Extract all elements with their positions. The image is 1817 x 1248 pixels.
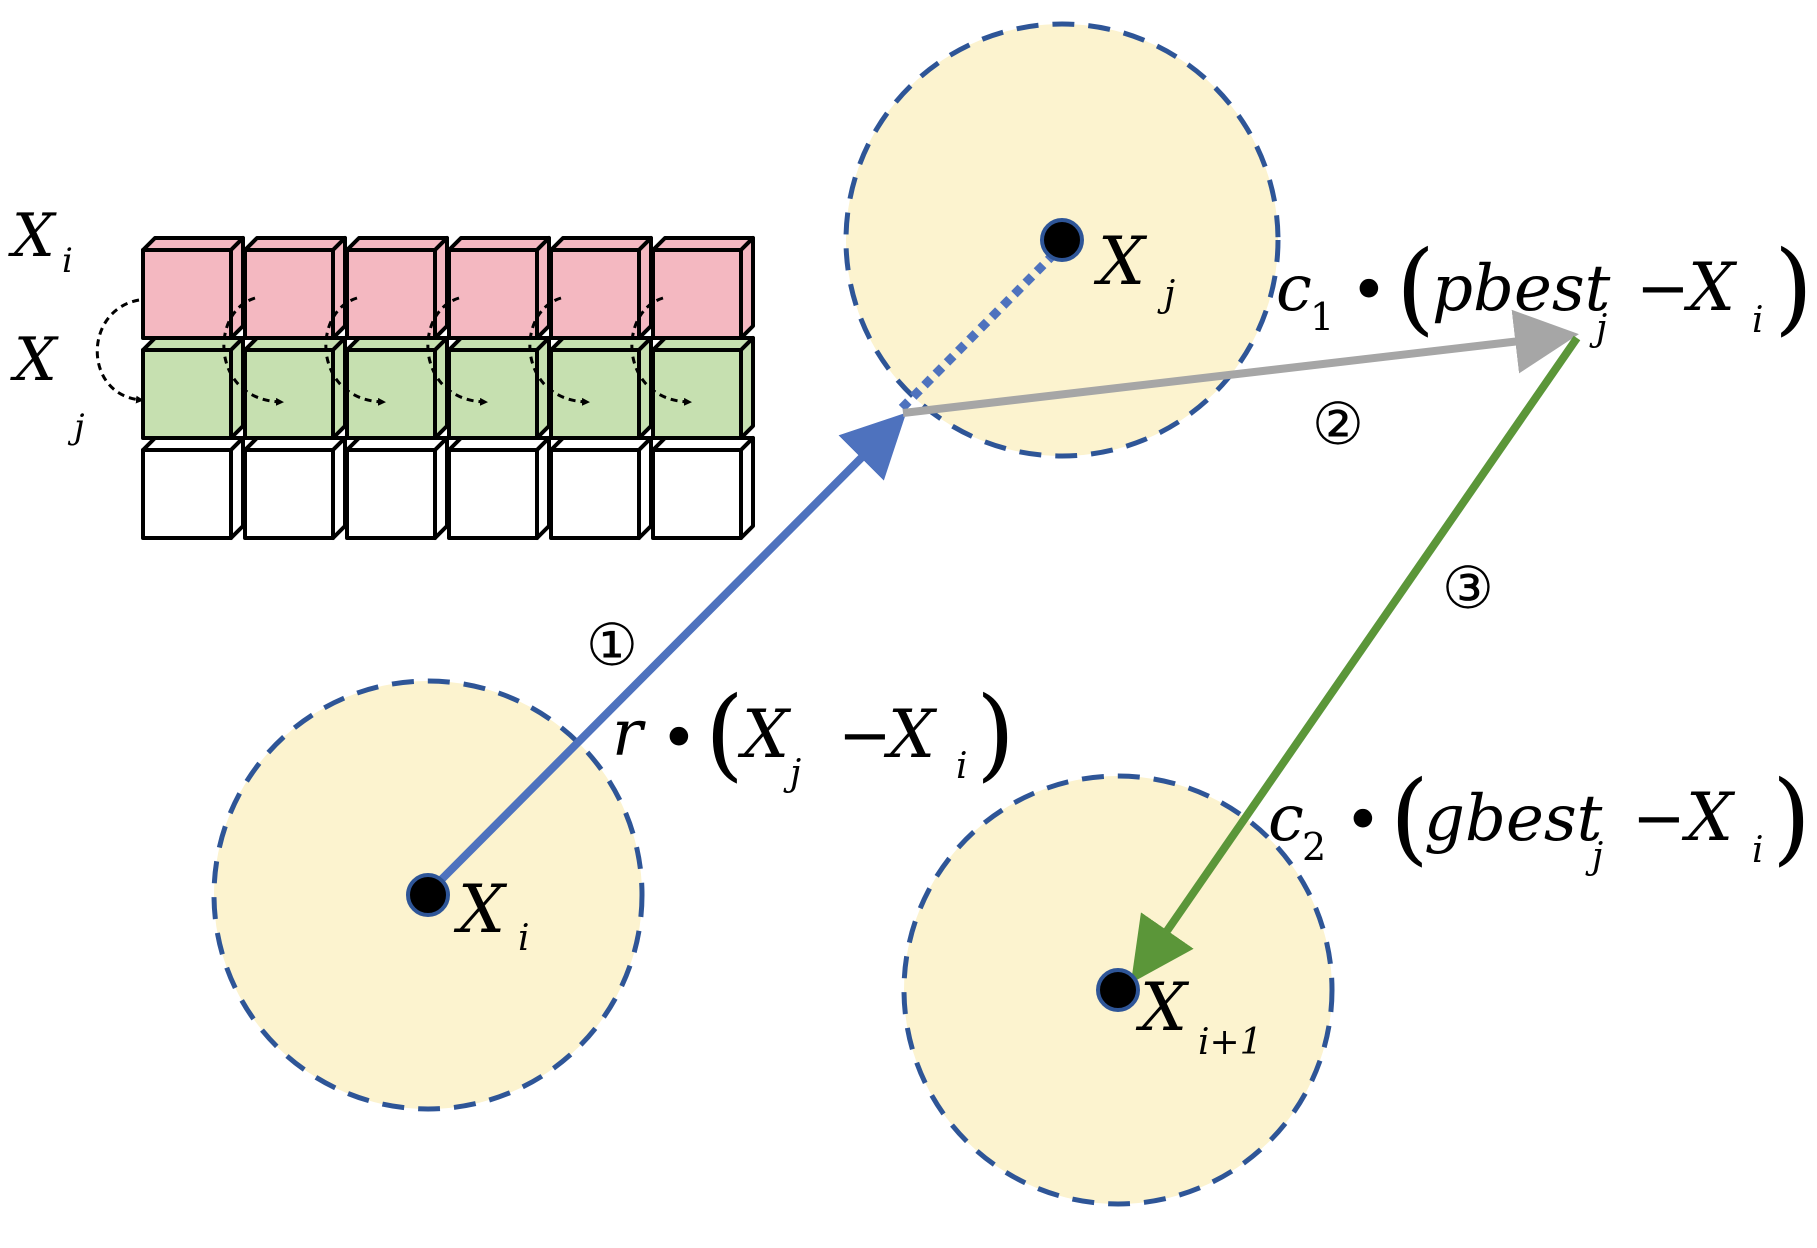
copy-arrow: [324, 296, 386, 406]
formula-2-dot: •: [1350, 254, 1388, 328]
formula-1-b: X: [883, 696, 938, 773]
formula-3-dot: •: [1344, 784, 1382, 858]
formula-1-minus: −: [838, 699, 892, 773]
vector-3-arrow: [1130, 335, 1581, 984]
cube-front-face: [141, 448, 233, 540]
vector-2-arrow: [902, 309, 1579, 417]
copy-arrow: [95, 298, 144, 404]
formula-3-coef-sub: 2: [1302, 825, 1326, 869]
formula-1-dot: •: [660, 702, 698, 776]
particle-dot-xi: [406, 873, 450, 917]
formula-1-coef: r: [612, 697, 646, 771]
copy-arrow: [222, 296, 284, 406]
cube-front-face: [243, 448, 335, 540]
cube-front-face: [345, 448, 437, 540]
particle-label-xj: X j: [1093, 223, 1175, 315]
cube-front-face: [651, 348, 743, 440]
particle-label-xnext-base: X: [1135, 969, 1190, 1046]
step-1-marker: ①: [586, 611, 638, 679]
formula-3-b-sub: i: [1752, 830, 1764, 871]
formula-2: c 1 • ( pbest j − X i ): [1276, 229, 1813, 349]
grid-label-xi-sub: i: [62, 241, 73, 281]
cube-front-face: [651, 448, 743, 540]
vector-1-dotted-extension: [898, 244, 1064, 412]
formula-1-a: X: [737, 696, 792, 773]
grid-label-xi-base: X: [8, 201, 57, 271]
formula-2-coef: c: [1276, 252, 1312, 326]
step-2-marker: ②: [1312, 390, 1364, 458]
vector-1-arrow: [425, 412, 907, 896]
formula-2-minus: −: [1636, 252, 1690, 326]
formula-2-coef-sub: 1: [1310, 295, 1334, 339]
particle-label-xnext-sub: i+1: [1198, 1022, 1263, 1063]
copy-arrow: [630, 296, 692, 406]
particle-dot-xnext: [1096, 968, 1140, 1012]
cube-front-face: [447, 448, 539, 540]
grid-label-xj-base: X: [10, 325, 59, 395]
particle-dot-xj: [1040, 218, 1084, 262]
formula-2-b-sub: i: [1752, 300, 1764, 341]
formula-1-lparen: (: [705, 675, 744, 792]
formula-2-rparen: ): [1774, 229, 1813, 346]
cube-front-face: [447, 348, 539, 440]
grid-label-xj: X j: [10, 325, 85, 447]
particle-label-xnext: X i+1: [1135, 969, 1263, 1063]
formula-3-a: gbest: [1424, 782, 1603, 856]
particle-label-xi-sub: i: [518, 918, 530, 959]
cube-front-face: [141, 248, 233, 340]
particle-label-xi-base: X: [453, 871, 508, 948]
dimension-grid: [95, 236, 755, 540]
formula-2-b: X: [1683, 249, 1738, 326]
formula-3-b: X: [1681, 779, 1736, 856]
cube-front-face: [549, 448, 641, 540]
formula-1-rparen: ): [976, 675, 1015, 792]
cube-front-face: [243, 348, 335, 440]
grid-label-xi: X i: [8, 201, 73, 281]
copy-arrow: [426, 296, 488, 406]
cube-front-face: [345, 348, 437, 440]
cube-front-face: [549, 348, 641, 440]
formula-2-lparen: (: [1396, 229, 1435, 346]
formula-1: r • ( X j − X i ): [612, 675, 1015, 794]
cube-front-face: [345, 248, 437, 340]
cube-front-face: [141, 348, 233, 440]
cube-front-face: [243, 248, 335, 340]
cube-front-face: [549, 248, 641, 340]
formula-1-b-sub: i: [956, 746, 968, 787]
particle-label-xj-base: X: [1093, 223, 1148, 300]
formula-3-lparen: (: [1390, 759, 1429, 876]
cube-front-face: [651, 248, 743, 340]
cube-front-face: [447, 248, 539, 340]
grid-label-xj-sub: j: [67, 407, 85, 447]
formula-2-a: pbest: [1432, 252, 1611, 326]
formula-3-coef: c: [1268, 782, 1304, 856]
particle-label-xi: X i: [453, 871, 530, 959]
formula-3-minus: −: [1632, 782, 1686, 856]
formula-3: c 2 • ( gbest j − X i ): [1268, 759, 1811, 877]
copy-arrow: [528, 296, 590, 406]
formula-3-rparen: ): [1772, 759, 1811, 876]
step-3-marker: ③: [1442, 554, 1494, 622]
